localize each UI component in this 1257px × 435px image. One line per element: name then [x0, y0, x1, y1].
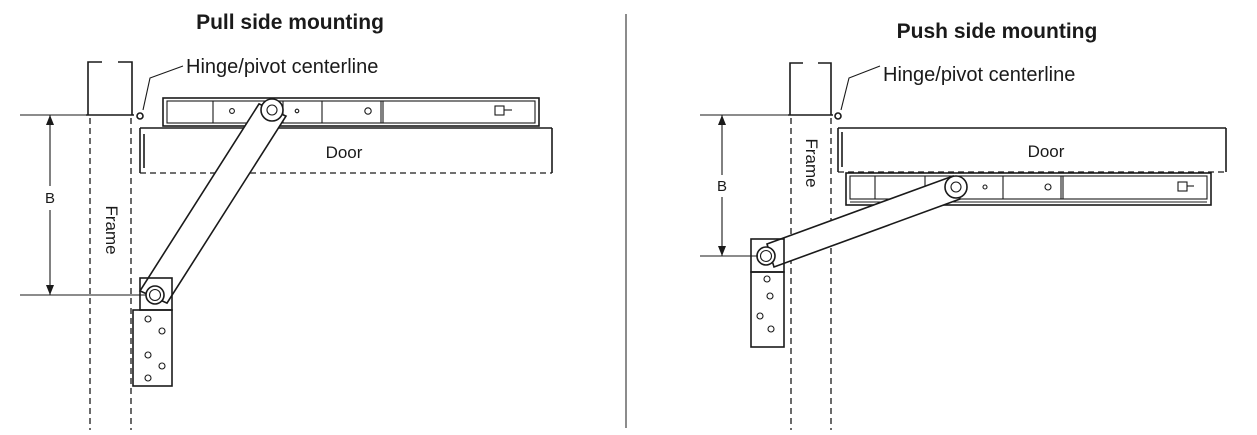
- pull-door-label: Door: [326, 143, 363, 162]
- pull-mounting-bracket: [132, 277, 173, 387]
- push-dimension-b: B: [700, 114, 788, 257]
- pull-hinge-callout: Hinge/pivot centerline: [136, 56, 378, 120]
- pull-closer-body: [162, 97, 540, 127]
- push-hinge-pivot-icon: [834, 112, 842, 120]
- push-hinge-callout: Hinge/pivot centerline: [834, 64, 1075, 120]
- pull-hinge-callout-label: Hinge/pivot centerline: [186, 56, 378, 78]
- pull-side-title: Pull side mounting: [196, 11, 384, 34]
- pull-dimension-b: B: [20, 114, 146, 296]
- push-side-panel: Push side mounting Frame Hinge/pivot cen…: [700, 20, 1227, 430]
- push-door-label: Door: [1028, 142, 1065, 161]
- push-frame-label: Frame: [802, 138, 821, 187]
- pull-door: Door: [139, 127, 553, 174]
- pull-arm: [138, 98, 288, 305]
- pull-hinge-pivot-icon: [136, 112, 144, 120]
- push-door: Door: [837, 127, 1227, 173]
- push-mounting-bracket: [750, 238, 785, 348]
- pull-dimension-label: B: [45, 190, 55, 207]
- push-arm: [766, 174, 968, 269]
- pull-frame-label: Frame: [102, 205, 121, 254]
- push-side-title: Push side mounting: [897, 20, 1098, 43]
- pull-frame: Frame: [86, 61, 134, 430]
- pull-side-panel: Pull side mounting Frame Hinge/pivot cen…: [20, 11, 553, 430]
- push-dimension-label: B: [717, 178, 727, 195]
- push-hinge-callout-label: Hinge/pivot centerline: [883, 64, 1075, 86]
- push-frame: Frame: [788, 62, 833, 430]
